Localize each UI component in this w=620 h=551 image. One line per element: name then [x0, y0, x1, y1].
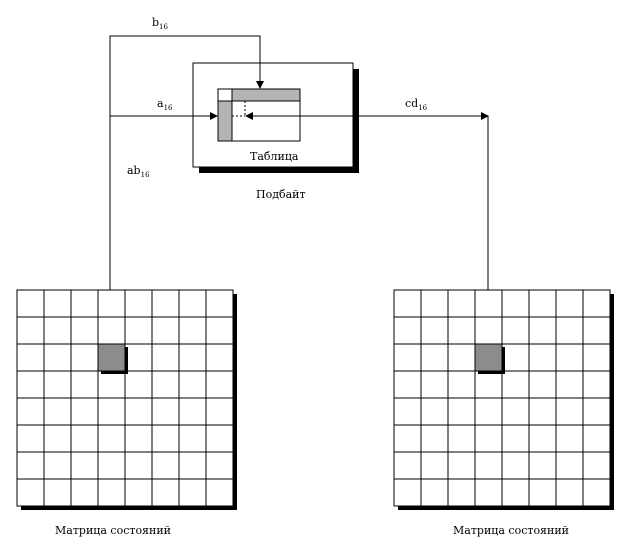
label-a16: a16: [157, 97, 173, 112]
state-matrix-left: [16, 289, 237, 510]
label-cd16: cd16: [405, 97, 428, 112]
matrix-right-caption: Матрица состояний: [453, 524, 569, 537]
matrix-left-caption: Матрица состояний: [55, 524, 171, 537]
state-matrix-right: [393, 289, 614, 510]
table-header-bar: [231, 88, 301, 102]
table-side-bar: [217, 100, 233, 142]
b-line: [109, 35, 264, 347]
highlight-cell: [475, 344, 502, 371]
highlight-cell: [98, 344, 125, 371]
label-ab16: ab16: [127, 164, 150, 179]
subbyte-label: Подбайт: [256, 188, 306, 201]
table-label: Таблица: [250, 150, 299, 163]
label-b16: b16: [152, 16, 169, 31]
